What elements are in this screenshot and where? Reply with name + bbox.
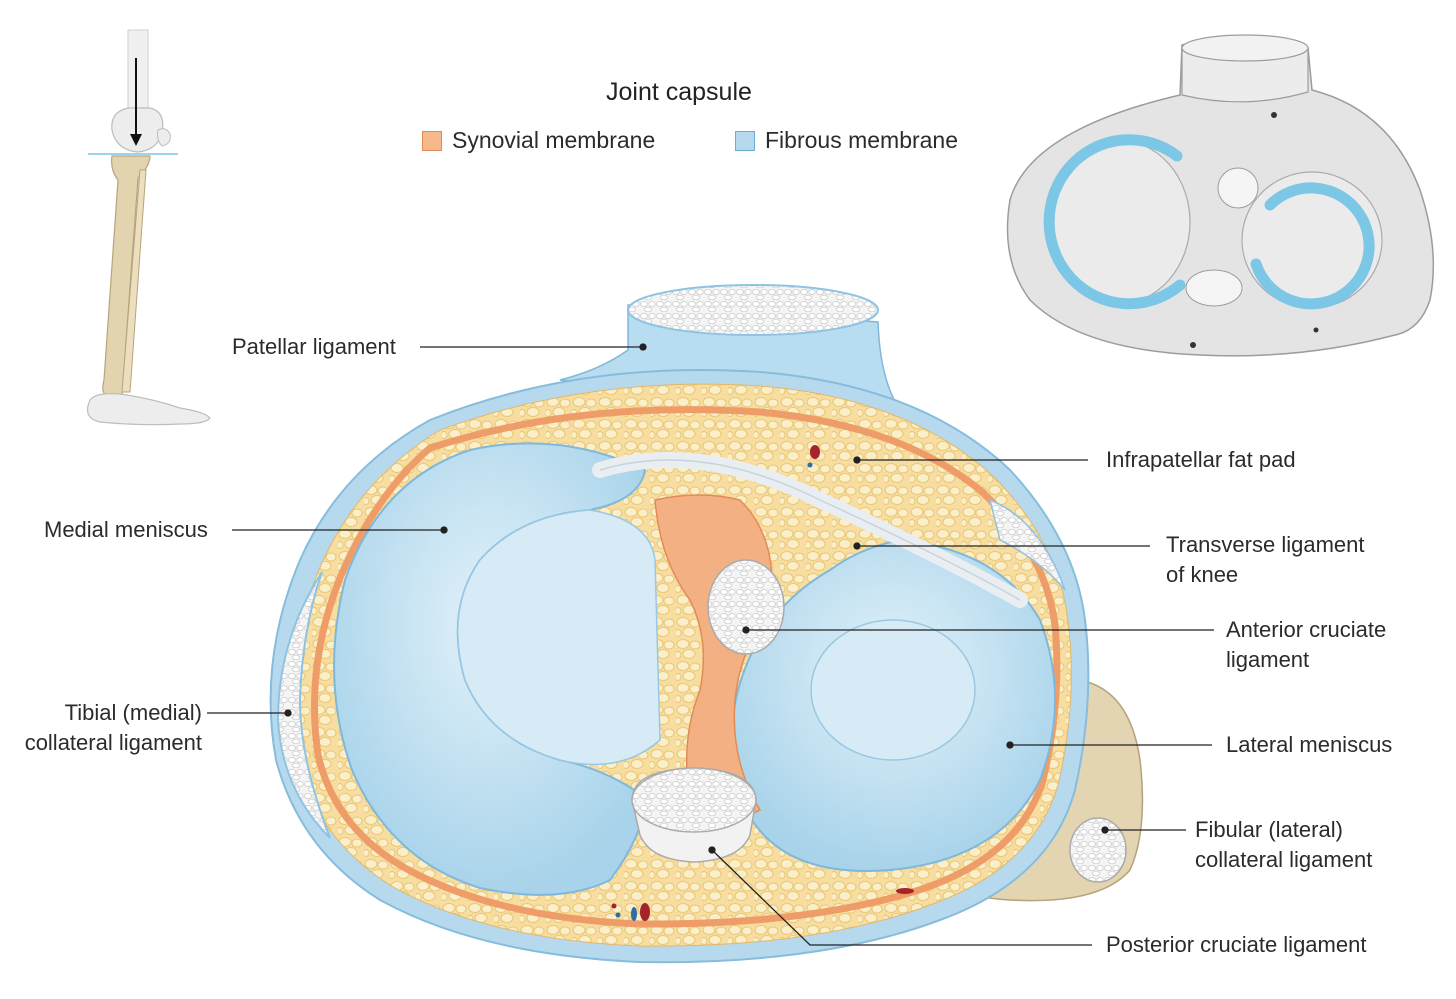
label-acl-line2: ligament xyxy=(1226,647,1310,672)
tibial-plateau-cross-section xyxy=(269,284,1144,964)
knee-overview-thumbnail xyxy=(1006,34,1435,357)
label-posterior-cruciate-ligament: Posterior cruciate ligament xyxy=(1106,932,1367,957)
label-patellar-ligament: Patellar ligament xyxy=(232,334,396,359)
legend-title: Joint capsule xyxy=(606,78,752,106)
label-fibular-collateral-line2: collateral ligament xyxy=(1195,847,1373,872)
label-transverse-ligament-line1: Transverse ligament xyxy=(1166,532,1365,557)
label-tibial-collateral-line2: collateral ligament xyxy=(24,730,202,755)
label-tibial-collateral-ligament: Tibial (medial) collateral ligament xyxy=(6,698,202,758)
label-acl-line1: Anterior cruciate xyxy=(1226,617,1387,642)
label-tibial-collateral-line1: Tibial (medial) xyxy=(64,700,202,725)
legend-label-fibrous: Fibrous membrane xyxy=(765,127,959,153)
label-transverse-ligament-line2: of knee xyxy=(1166,562,1239,587)
legend-item-fibrous: Fibrous membrane xyxy=(735,127,958,154)
label-medial-meniscus: Medial meniscus xyxy=(44,517,208,542)
legend-item-synovial: Synovial membrane xyxy=(422,127,655,154)
label-transverse-ligament: Transverse ligament of knee xyxy=(1166,530,1364,590)
label-infrapatellar-fat-pad: Infrapatellar fat pad xyxy=(1106,447,1296,472)
leader-lines xyxy=(207,343,1214,946)
legend-swatch-fibrous xyxy=(735,130,755,151)
leg-reference-figure xyxy=(87,29,211,426)
label-lateral-meniscus: Lateral meniscus xyxy=(1226,732,1393,757)
legend-label-synovial: Synovial membrane xyxy=(452,127,656,153)
label-fibular-collateral-ligament: Fibular (lateral) collateral ligament xyxy=(1195,815,1372,875)
label-fibular-collateral-line1: Fibular (lateral) xyxy=(1195,817,1343,842)
legend-swatch-synovial xyxy=(422,130,442,151)
label-anterior-cruciate-ligament: Anterior cruciate ligament xyxy=(1226,615,1386,675)
